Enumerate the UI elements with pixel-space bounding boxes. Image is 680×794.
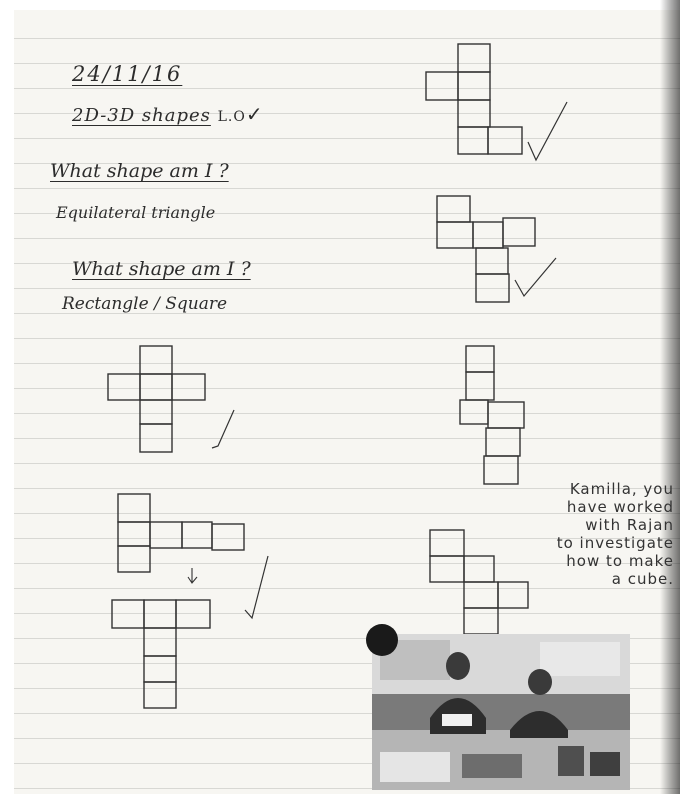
tick-icon: [528, 102, 567, 160]
cube-net-e-final: [112, 600, 210, 708]
tick-icon: [212, 410, 234, 448]
cube-net-a: [426, 44, 522, 154]
cube-net-c: [108, 346, 205, 452]
classroom-photo: [372, 634, 630, 790]
cube-net-e-attempt: [118, 494, 244, 572]
teacher-comment-line: Kamilla, you: [488, 480, 674, 498]
teacher-comment-line: how to make: [488, 552, 674, 570]
cube-net-d: [460, 346, 524, 484]
teacher-comment: Kamilla, you have worked with Rajan to i…: [488, 480, 674, 588]
tick-icon: [515, 258, 556, 296]
teacher-comment-line: a cube.: [488, 570, 674, 588]
arrow-down-icon: [188, 568, 197, 583]
teacher-comment-line: have worked: [488, 498, 674, 516]
teacher-comment-line: to investigate: [488, 534, 674, 552]
cube-net-b: [437, 196, 535, 302]
tick-icon: [245, 556, 268, 618]
teacher-comment-line: with Rajan: [488, 516, 674, 534]
sticker-dot-icon: [366, 624, 398, 656]
